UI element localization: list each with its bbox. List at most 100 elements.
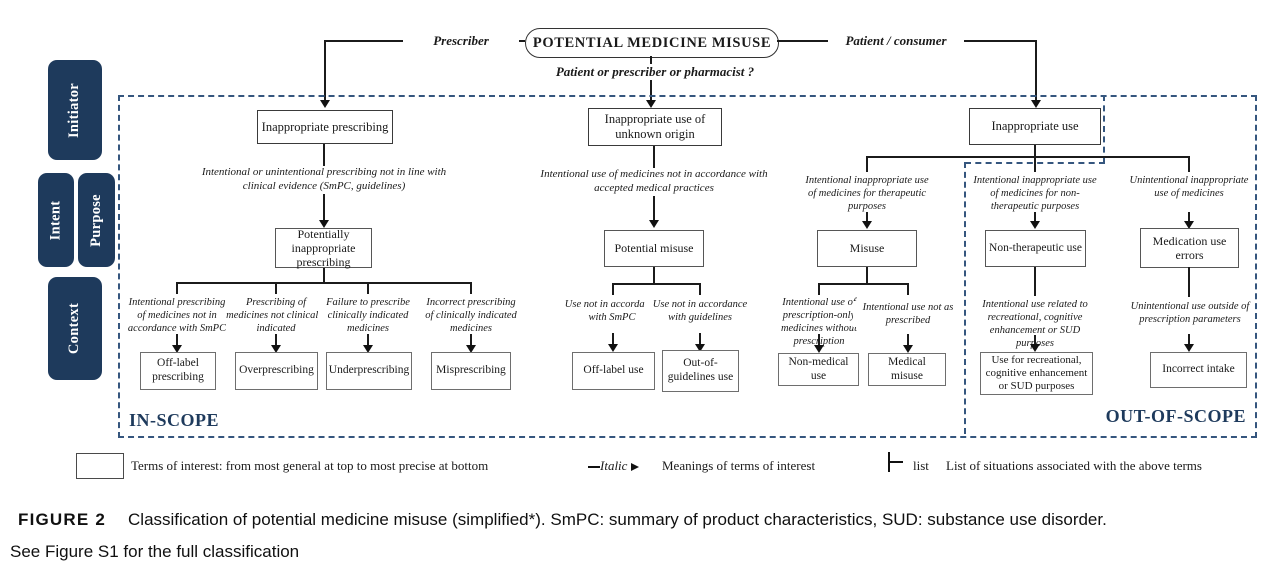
legend-italic-item: Italic xyxy=(588,458,639,474)
connector-line xyxy=(1188,156,1190,172)
sidebar-tag-context: Context xyxy=(48,277,102,380)
arrowhead-icon xyxy=(319,220,329,228)
connector-line xyxy=(1034,212,1036,221)
arrowhead-icon xyxy=(903,345,913,353)
connector-line xyxy=(818,283,820,295)
arrowhead-icon xyxy=(363,345,373,353)
connector-line xyxy=(866,156,1190,158)
legend-list-label: List of situations associated with the a… xyxy=(946,458,1202,473)
out-of-scope-boundary xyxy=(1103,95,1105,163)
figure-caption-text: Classification of potential medicine mis… xyxy=(128,510,1107,529)
connector-line xyxy=(1188,267,1190,297)
sidebar-tag-initiator: Initiator xyxy=(48,60,102,160)
meaning-out-of-guidelines-use: Use not in accordance with guidelines xyxy=(645,298,755,325)
root-question-label: Patient or prescriber or pharmacist ? xyxy=(538,64,772,80)
connector-line xyxy=(367,334,369,346)
sidebar-tag-purpose: Purpose xyxy=(78,173,115,267)
connector-line xyxy=(1188,334,1190,344)
leaf-out-of-guidelines-use: Out-of-guidelines use xyxy=(662,350,739,392)
connector-line xyxy=(323,268,325,283)
node-inappropriate-prescribing: Inappropriate prescribing xyxy=(257,110,393,144)
arrowhead-icon xyxy=(172,345,182,353)
arrowhead-icon xyxy=(814,345,824,353)
meaning-unknown-origin: Intentional use of medicines not in acco… xyxy=(525,168,783,196)
meaning-misprescribing: Incorrect prescribing of clinically indi… xyxy=(421,296,521,336)
meaning-overprescribing: Prescribing of medicines not clinically … xyxy=(226,296,326,336)
connector-line xyxy=(866,156,868,172)
arrowhead-icon xyxy=(466,345,476,353)
arrowhead-icon xyxy=(608,344,618,352)
legend-italic-word: Italic xyxy=(600,458,628,473)
purpose-label: Purpose xyxy=(88,193,105,247)
connector-line xyxy=(612,333,614,345)
connector-line xyxy=(866,267,868,284)
connector-line xyxy=(176,334,178,346)
meaning-non-therapeutic-use: Intentional inappropriate use of medicin… xyxy=(970,174,1100,214)
patient-consumer-branch-label: Patient / consumer xyxy=(828,33,964,49)
meaning-medical-misuse: Intentional use not as prescribed xyxy=(853,301,963,328)
node-inappropriate-use: Inappropriate use xyxy=(969,108,1101,145)
connector-line xyxy=(1034,335,1036,345)
connector-line xyxy=(1034,156,1036,172)
connector-line xyxy=(612,283,614,295)
arrowhead-icon xyxy=(695,344,705,352)
connector-line xyxy=(275,334,277,346)
sidebar-tag-intent: Intent xyxy=(38,173,74,267)
legend-terms-label: Terms of interest: from most general at … xyxy=(131,458,489,473)
leaf-misprescribing: Misprescribing xyxy=(431,352,511,390)
initiator-label: Initiator xyxy=(66,82,83,138)
connector-line xyxy=(275,282,277,294)
connector-line xyxy=(818,283,908,285)
connector-line xyxy=(907,334,909,345)
leaf-off-label-prescribing: Off-label prescribing xyxy=(140,352,216,390)
intent-label: Intent xyxy=(47,200,64,240)
out-of-scope-label: OUT-OF-SCOPE xyxy=(1105,406,1246,426)
connector-line xyxy=(1035,40,1037,100)
legend-list-word: list xyxy=(913,458,929,473)
meaning-inappropriate-prescribing: Intentional or unintentional prescribing… xyxy=(199,166,449,194)
arrowhead-icon xyxy=(1184,221,1194,229)
leaf-underprescribing: Underprescribing xyxy=(326,352,412,390)
legend-italic-label: Meanings of terms of interest xyxy=(662,458,816,473)
out-of-scope-boundary xyxy=(964,162,966,434)
connector-line xyxy=(612,283,701,285)
dash-icon xyxy=(588,466,600,469)
connector-line xyxy=(324,40,326,100)
figure-caption-tag: FIGURE 2 xyxy=(18,510,107,529)
node-potential-misuse: Potential misuse xyxy=(604,230,704,267)
connector-line xyxy=(1034,267,1036,296)
figure-caption-line2: See Figure S1 for the full classificatio… xyxy=(10,542,300,561)
list-tick-icon xyxy=(890,461,903,463)
arrowhead-icon xyxy=(271,345,281,353)
arrowhead-icon xyxy=(1184,344,1194,352)
leaf-overprescribing: Overprescribing xyxy=(235,352,318,390)
arrowhead-icon xyxy=(320,100,330,108)
leaf-incorrect-intake: Incorrect intake xyxy=(1150,352,1247,388)
connector-line xyxy=(470,282,472,294)
node-misuse: Misuse xyxy=(817,230,917,267)
arrowhead-icon xyxy=(646,100,656,108)
context-label: Context xyxy=(66,302,83,355)
arrowhead-icon xyxy=(1030,221,1040,229)
leaf-medical-misuse: Medical misuse xyxy=(868,353,946,386)
arrow-right-icon xyxy=(630,463,639,472)
node-non-therapeutic-use: Non-therapeutic use xyxy=(985,230,1086,267)
connector-line xyxy=(699,283,701,295)
arrowhead-icon xyxy=(862,221,872,229)
in-scope-label: IN-SCOPE xyxy=(125,410,224,431)
node-medication-use-errors: Medication use errors xyxy=(1140,228,1239,268)
connector-line xyxy=(176,282,472,284)
connector-line xyxy=(818,334,820,345)
meaning-incorrect-intake: Unintentional use outside of prescriptio… xyxy=(1128,300,1252,327)
connector-line xyxy=(653,267,655,284)
terms-box-icon xyxy=(76,453,124,479)
meaning-off-label-prescribing: Intentional prescribing of medicines not… xyxy=(127,296,227,336)
connector-line xyxy=(1188,212,1190,221)
leaf-recreational-cognitive-sud-use: Use for recreational, cognitive enhancem… xyxy=(980,352,1093,395)
leaf-non-medical-use: Non-medical use xyxy=(778,353,859,386)
node-potentially-inappropriate-prescribing: Potentially inappropriate prescribing xyxy=(275,227,372,269)
connector-line xyxy=(176,282,178,294)
prescriber-branch-label: Prescriber xyxy=(403,33,519,49)
connector-line xyxy=(1034,145,1036,157)
